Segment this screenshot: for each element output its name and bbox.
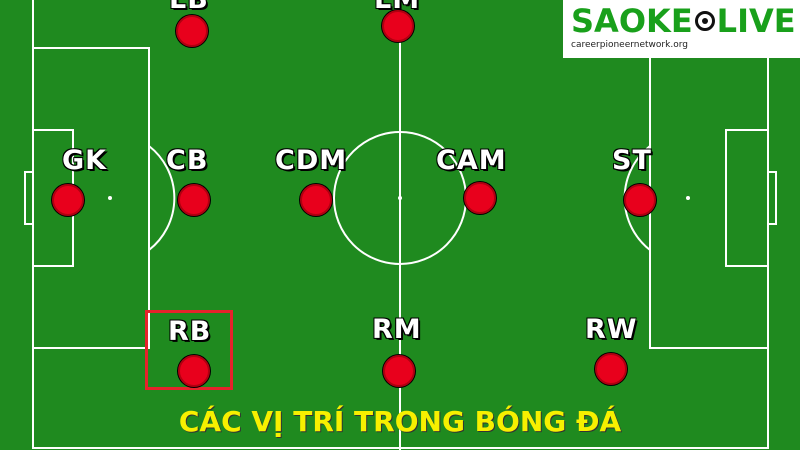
player-marker-lm (382, 10, 414, 42)
position-label-cb: CB (166, 145, 209, 176)
left-goal (24, 171, 34, 225)
player-marker-st (624, 184, 656, 216)
saokelive-logo: SAOKE LIVE careerpioneernetwork.org (563, 0, 800, 58)
right-goal (767, 171, 777, 225)
position-label-st: ST (612, 145, 652, 176)
position-label-lm: LM (374, 0, 420, 15)
player-marker-cam (464, 182, 496, 214)
player-marker-cb (178, 184, 210, 216)
soccer-ball-icon (694, 11, 715, 31)
position-label-cdm: CDM (275, 145, 348, 176)
right-penalty-spot (686, 196, 690, 200)
center-spot (398, 196, 402, 200)
left-penalty-spot (108, 196, 112, 200)
position-label-gk: GK (62, 145, 108, 176)
logo-url: careerpioneernetwork.org (571, 40, 688, 50)
logo-brand-left: SAOKE (571, 2, 693, 40)
position-label-rm: RM (372, 314, 422, 345)
player-marker-rm (383, 355, 415, 387)
position-label-rw: RW (585, 314, 638, 345)
highlight-box-rb (145, 310, 233, 390)
left-penalty-arc (148, 145, 176, 251)
logo-brand: SAOKE LIVE (571, 2, 796, 40)
position-label-rb: RB (168, 316, 212, 347)
player-marker-rb (178, 355, 210, 387)
player-marker-lb (176, 15, 208, 47)
position-label-cam: CAM (436, 145, 507, 176)
diagram-caption: CÁC VỊ TRÍ TRONG BÓNG ĐÁ (178, 405, 622, 438)
player-marker-cdm (300, 184, 332, 216)
position-label-lb: LB (169, 0, 209, 15)
logo-brand-right: LIVE (716, 2, 796, 40)
player-marker-rw (595, 353, 627, 385)
player-marker-gk (52, 184, 84, 216)
